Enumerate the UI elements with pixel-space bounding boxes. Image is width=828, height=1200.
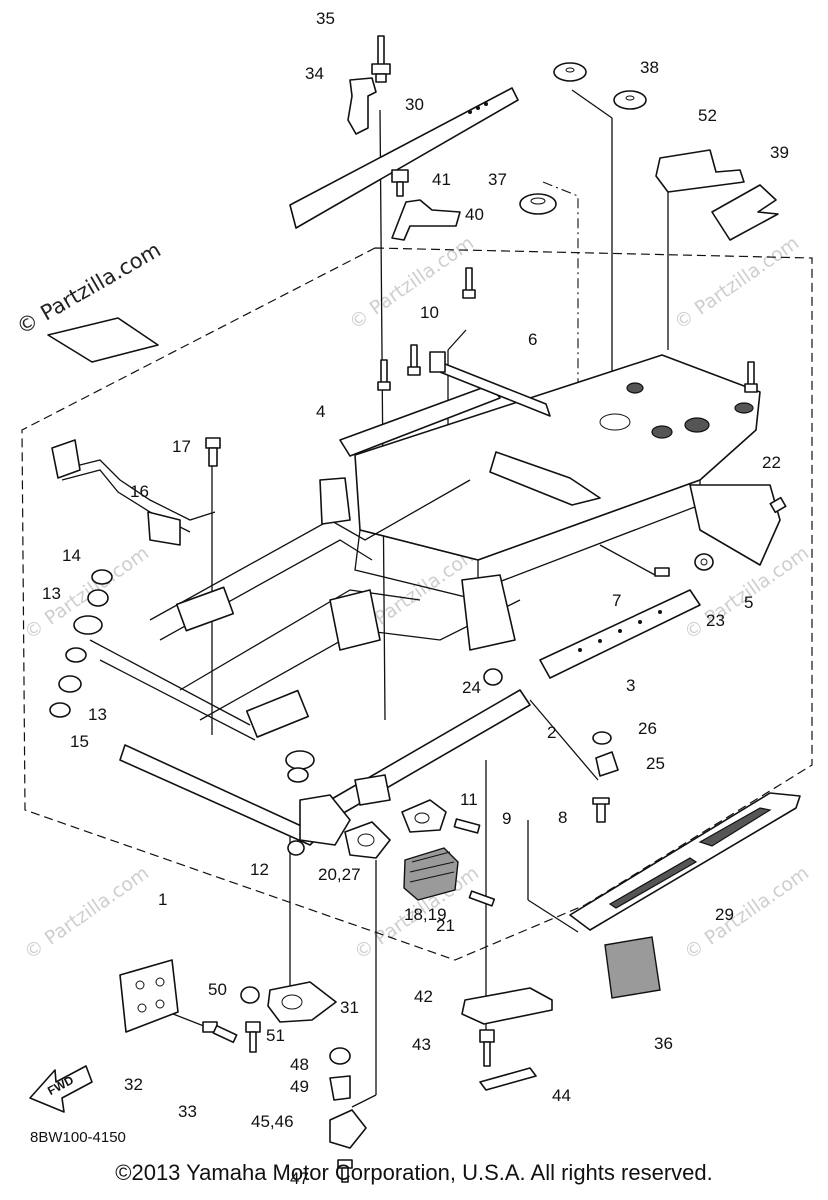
callout-c12: 12 bbox=[250, 860, 269, 879]
callout-c2: 2 bbox=[547, 723, 556, 742]
callout-c35: 35 bbox=[316, 9, 335, 28]
callout-c38: 38 bbox=[640, 58, 659, 77]
part-42-bracket bbox=[461, 987, 553, 1025]
callout-c11: 11 bbox=[460, 790, 478, 809]
callout-c52: 52 bbox=[698, 106, 717, 125]
part-29-decal bbox=[569, 792, 801, 931]
part-52-pad bbox=[655, 149, 745, 193]
part-35-stud bbox=[371, 35, 391, 83]
callout-c34: 34 bbox=[305, 64, 324, 83]
callout-c44: 44 bbox=[552, 1086, 571, 1105]
part-39-pad bbox=[711, 184, 779, 241]
fwd-arrow: FWD bbox=[29, 1065, 93, 1113]
callout-c40: 40 bbox=[465, 205, 484, 224]
part-49-collar bbox=[329, 1075, 351, 1101]
diagram-code: 8BW100-4150 bbox=[30, 1129, 126, 1146]
callout-c29: 29 bbox=[715, 905, 734, 924]
part-41-bolt bbox=[391, 169, 409, 197]
callout-c16: 16 bbox=[130, 482, 149, 501]
callout-c6: 6 bbox=[528, 330, 537, 349]
callout-c50: 50 bbox=[208, 980, 227, 999]
callout-c39: 39 bbox=[770, 143, 789, 162]
callout-c15: 15 bbox=[70, 732, 89, 751]
callout-c5: 5 bbox=[744, 593, 753, 612]
callout-c49: 49 bbox=[290, 1077, 309, 1096]
part-40-clamp bbox=[391, 199, 461, 241]
callout-c37: 37 bbox=[488, 170, 507, 189]
callout-c43: 43 bbox=[412, 1035, 431, 1054]
part-34-bracket bbox=[347, 77, 377, 135]
callout-c22: 22 bbox=[762, 453, 781, 472]
callout-c25: 25 bbox=[646, 754, 665, 773]
watermark: © Partzilla.com bbox=[680, 862, 813, 964]
part-44-strip bbox=[479, 1067, 537, 1091]
part-36-pad bbox=[604, 936, 661, 999]
assembly-boundary bbox=[21, 247, 813, 961]
copyright-notice: ©2013 Yamaha Motor Corporation, U.S.A. A… bbox=[115, 1160, 713, 1185]
watermark-main: © Partzilla.com bbox=[13, 238, 165, 340]
callout-c8: 8 bbox=[558, 808, 567, 827]
callout-c7: 7 bbox=[612, 591, 621, 610]
callout-c36: 36 bbox=[654, 1034, 673, 1053]
callout-c24: 24 bbox=[462, 678, 481, 697]
callout-c4546: 45,46 bbox=[251, 1112, 294, 1131]
callout-c47: 47 bbox=[290, 1169, 309, 1188]
callout-c3: 3 bbox=[626, 676, 635, 695]
part-45-46-block bbox=[329, 1109, 367, 1149]
watermark: © Partzilla.com bbox=[670, 232, 803, 334]
callout-c10: 10 bbox=[420, 303, 439, 322]
callout-c1: 1 bbox=[158, 890, 167, 909]
callout-c51: 51 bbox=[266, 1026, 285, 1045]
callout-c14: 14 bbox=[62, 546, 81, 565]
callout-c2027: 20,27 bbox=[318, 865, 361, 884]
callout-c42: 42 bbox=[414, 987, 433, 1006]
part-28-pad bbox=[47, 317, 159, 363]
callout-c41: 41 bbox=[432, 170, 451, 189]
callout-c4: 4 bbox=[316, 402, 325, 421]
callout-c31: 31 bbox=[340, 998, 359, 1017]
part-50-collar bbox=[240, 986, 260, 1004]
part-32-plate bbox=[119, 959, 179, 1033]
callout-c1819: 18,19 bbox=[404, 905, 447, 924]
callout-c30: 30 bbox=[405, 95, 424, 114]
callout-c13a: 13 bbox=[42, 584, 61, 603]
callout-c23: 23 bbox=[706, 611, 725, 630]
callout-c9: 9 bbox=[502, 809, 511, 828]
small-parts bbox=[49, 267, 787, 907]
watermark: © Partzilla.com bbox=[20, 862, 153, 964]
part-43-rivet bbox=[479, 1029, 495, 1067]
callout-c26: 26 bbox=[638, 719, 657, 738]
watermark: © Partzilla.com bbox=[345, 232, 478, 334]
part-47-bolt bbox=[337, 1159, 353, 1183]
callout-c33: 33 bbox=[178, 1102, 197, 1121]
part-33-bolt bbox=[202, 1021, 238, 1044]
callout-c48: 48 bbox=[290, 1055, 309, 1074]
callout-c13b: 13 bbox=[88, 705, 107, 724]
part-51-rivet bbox=[245, 1021, 261, 1053]
callout-c17: 17 bbox=[172, 437, 191, 456]
callout-c32: 32 bbox=[124, 1075, 143, 1094]
part-30-strip bbox=[289, 87, 519, 229]
main-frame bbox=[51, 351, 781, 846]
part-48-nut bbox=[329, 1047, 351, 1065]
callout-c21: 21 bbox=[436, 916, 455, 935]
